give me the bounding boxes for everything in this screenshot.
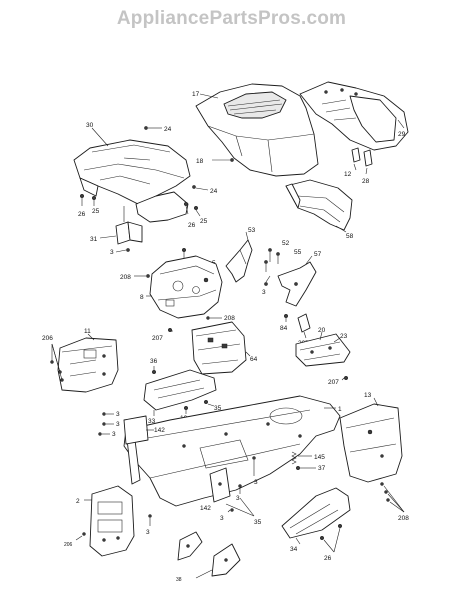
callout-208a: 208 (120, 274, 131, 281)
callout-3e: 3 (112, 431, 116, 438)
callout-24b: 24 (210, 188, 218, 195)
callout-3b: 3 (262, 289, 266, 296)
callout-145: 145 (314, 454, 325, 461)
callout-18: 18 (196, 158, 204, 165)
callout-57: 57 (314, 251, 322, 258)
part-8-dashboard (149, 255, 223, 319)
callout-26a: 26 (78, 211, 86, 218)
bolt-group-right (183, 201, 201, 217)
part-13-panel (339, 403, 403, 483)
callout-35a: 35 (214, 405, 222, 412)
part-28-clip (363, 149, 373, 167)
callout-53: 53 (248, 227, 256, 234)
callout-3a: 3 (110, 249, 114, 256)
callout-207b: 207 (152, 335, 163, 342)
part-58-deflector (285, 179, 353, 231)
callout-23: 23 (340, 333, 348, 340)
callout-25a: 25 (92, 208, 100, 215)
part-34-footrest (281, 487, 351, 539)
callout-142b: 142 (200, 505, 211, 512)
callout-3g: 3 (236, 495, 240, 502)
part-1-frame (123, 395, 341, 507)
part-207-clip (297, 313, 311, 333)
part-11-panel (57, 337, 119, 393)
callout-26b: 26 (188, 222, 196, 229)
callout-64: 64 (250, 356, 258, 363)
callout-31: 31 (90, 236, 98, 243)
part-30-fender (73, 139, 191, 223)
callout-208c: 208 (398, 515, 409, 522)
callout-58: 58 (346, 233, 354, 240)
callout-142a: 142 (154, 427, 165, 434)
callout-2: 2 (76, 498, 80, 505)
callout-208b: 208 (224, 315, 235, 322)
part-38-linkage (177, 531, 241, 577)
callout-37: 37 (318, 465, 326, 472)
callout-13: 13 (364, 392, 372, 399)
callout-12: 12 (344, 171, 352, 178)
part-33-footrest (143, 369, 217, 411)
callout-33: 33 (148, 418, 156, 425)
callout-8: 8 (140, 294, 144, 301)
callout-206b: 206 (64, 542, 73, 548)
callout-3d: 3 (116, 421, 120, 428)
callout-55: 55 (294, 249, 302, 256)
callout-28: 28 (362, 178, 370, 185)
part-142-hinge (209, 467, 231, 503)
callout-30: 30 (86, 122, 94, 129)
watermark-text: AppliancePartsPros.com (116, 8, 347, 29)
callout-3c: 3 (116, 411, 120, 418)
callout-84: 84 (280, 325, 288, 332)
part-57-bracket (277, 261, 317, 307)
callout-1: 1 (338, 406, 342, 413)
bolt-group-left (79, 193, 97, 206)
callout-11: 11 (84, 328, 91, 335)
part-145-spring (291, 451, 297, 465)
part-52-bolts (264, 248, 280, 272)
part-20-bracket (295, 333, 351, 367)
callout-34: 34 (290, 546, 298, 553)
callout-29: 29 (398, 131, 406, 138)
part-2-front-bracket (89, 485, 135, 557)
part-12-bracket (351, 147, 361, 163)
callout-26c: 26 (324, 555, 332, 562)
part-64-console (191, 321, 247, 375)
part-17-hood (195, 83, 319, 177)
callout-38: 38 (176, 577, 182, 583)
part-53-bracket (225, 239, 253, 283)
callout-25b: 25 (200, 218, 208, 225)
callout-3i: 3 (146, 529, 150, 536)
callout-20: 20 (318, 327, 326, 334)
part-142-axle-bracket (123, 415, 149, 445)
callout-3h: 3 (220, 515, 224, 522)
callout-52: 52 (282, 240, 290, 247)
part-31-bracket (115, 206, 143, 245)
part-29-grille (299, 81, 409, 151)
callout-24a: 24 (164, 126, 172, 133)
callout-35b: 35 (254, 519, 262, 526)
callout-17: 17 (192, 91, 200, 98)
callout-207c: 207 (328, 379, 339, 386)
callout-206: 206 (42, 335, 53, 342)
callout-3f: 3 (254, 479, 258, 486)
callout-36: 36 (150, 358, 158, 365)
